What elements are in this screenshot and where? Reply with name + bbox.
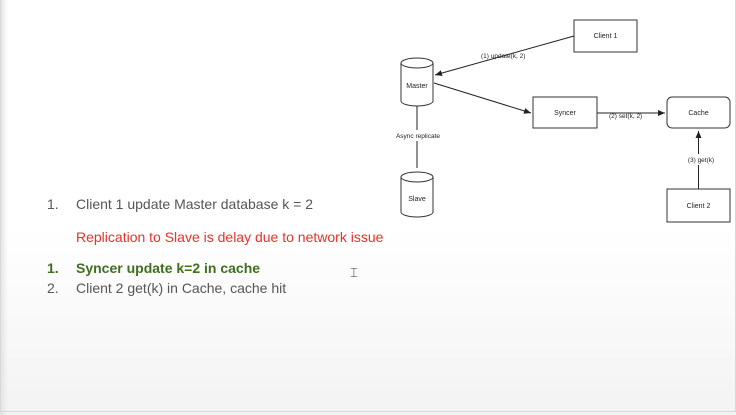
master-to-syncer-edge (433, 82, 532, 114)
get-label-bg (685, 154, 717, 165)
note-item-2-number: 1. (47, 260, 59, 276)
set-edge-label: (2) set(k, 2) (609, 113, 642, 120)
syncer-node: Syncer (532, 96, 598, 129)
note-item-3-text: Client 2 get(k) in Cache, cache hit (76, 280, 287, 296)
update-edge-label: (1) update(k, 2) (481, 53, 525, 60)
cache-label: Cache (688, 110, 708, 117)
master-label: Master (406, 83, 428, 90)
async-label-bg (393, 130, 443, 141)
async-edge-label: Async replicate (396, 133, 440, 140)
note-item-1-text: Client 1 update Master database k = 2 (76, 196, 313, 212)
cache-node: Cache (666, 96, 731, 129)
note-item-1-number: 1. (47, 196, 59, 212)
client2-label: Client 2 (687, 203, 711, 210)
slide-left-shadow (0, 0, 8, 415)
client1-node: Client 1 (573, 19, 638, 53)
note-item-3-number: 2. (47, 280, 59, 296)
slave-db-node: Slave (400, 171, 434, 218)
update-edge (434, 35, 575, 76)
syncer-label: Syncer (554, 110, 576, 117)
client2-node: Client 2 (666, 188, 731, 223)
note-item-2-text: Syncer update k=2 in cache (76, 260, 261, 276)
text-cursor-icon: ⌶ (350, 266, 358, 281)
slave-label: Slave (408, 196, 426, 203)
master-db-node: Master (400, 57, 434, 107)
warning-text: Replication to Slave is delay due to net… (76, 229, 384, 245)
get-edge-label: (3) get(k) (688, 157, 714, 164)
client1-label: Client 1 (594, 33, 618, 40)
